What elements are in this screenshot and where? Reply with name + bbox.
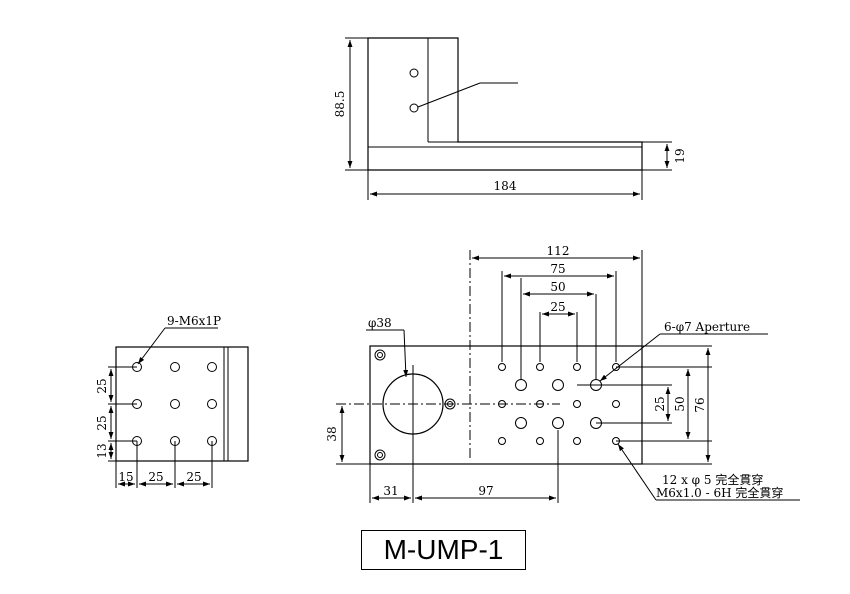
thread-callout: 9-M6x1P bbox=[167, 314, 221, 328]
side-hdim-3: 25 bbox=[186, 470, 201, 484]
aperture-hole bbox=[515, 379, 527, 391]
hole-note-1: 12 x φ 5 完全貫穿 bbox=[662, 472, 763, 487]
thread-hole bbox=[170, 399, 180, 409]
model-label: M-UMP-1 bbox=[361, 530, 526, 570]
bracket-outline bbox=[367, 37, 643, 171]
top-view bbox=[345, 37, 672, 200]
top-dim-112: 112 bbox=[547, 244, 570, 258]
side-vdim-1: 25 bbox=[95, 378, 109, 393]
screw-hole bbox=[409, 68, 419, 78]
right-dim-76: 76 bbox=[693, 397, 707, 412]
plate-view bbox=[336, 250, 800, 503]
plate-outline bbox=[369, 345, 643, 465]
hole-note-2: M6x1.0 - 6H 完全貫穿 bbox=[656, 485, 783, 500]
left-dim-38: 38 bbox=[325, 426, 339, 441]
side-hdim-2: 25 bbox=[148, 470, 163, 484]
height-dim-label: 88.5 bbox=[333, 91, 347, 118]
right-dim-50: 50 bbox=[673, 396, 687, 411]
thread-hole bbox=[170, 362, 180, 372]
thickness-dim-label: 19 bbox=[673, 148, 687, 163]
top-dim-75: 75 bbox=[550, 262, 565, 276]
thread-hole bbox=[207, 399, 217, 409]
corner-screw bbox=[374, 449, 386, 461]
thread-hole bbox=[207, 362, 217, 372]
top-dim-25: 25 bbox=[550, 300, 565, 314]
bottom-dim-31: 31 bbox=[383, 484, 398, 498]
screw-hole bbox=[409, 103, 419, 113]
corner-screw bbox=[374, 349, 386, 361]
side-vdim-3: 13 bbox=[95, 443, 109, 458]
side-hdim-1: 15 bbox=[118, 470, 133, 484]
right-dim-25: 25 bbox=[653, 396, 667, 411]
length-dim-label: 184 bbox=[494, 179, 517, 193]
top-dim-50: 50 bbox=[550, 280, 565, 294]
side-vdim-2: 25 bbox=[95, 415, 109, 430]
bore-callout: φ38 bbox=[368, 316, 392, 330]
side-view bbox=[108, 327, 249, 488]
aperture-callout: 6-φ7 Aperture bbox=[664, 320, 750, 334]
leader-line bbox=[417, 82, 481, 108]
bottom-dim-97: 97 bbox=[478, 484, 493, 498]
aperture-hole bbox=[515, 417, 527, 429]
